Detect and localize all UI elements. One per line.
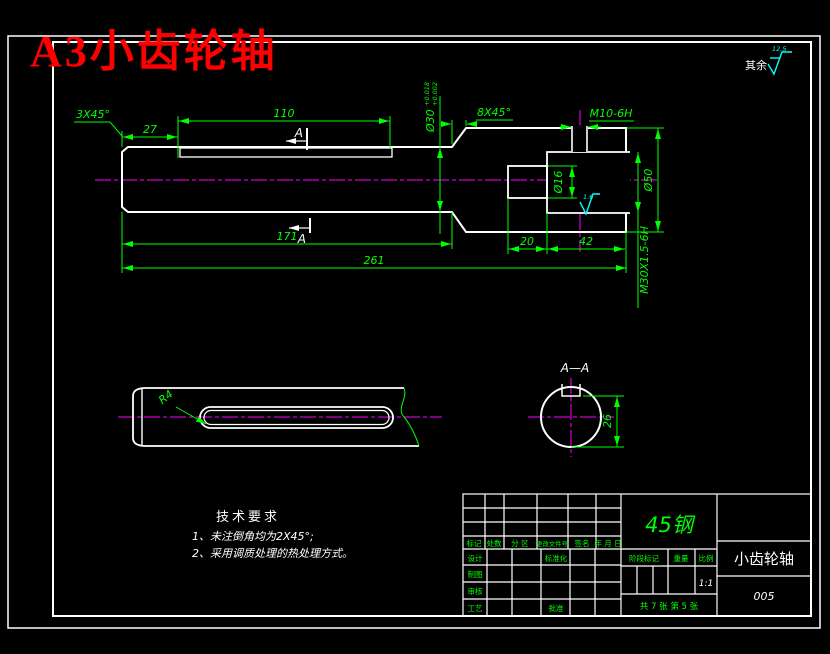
- dim-171-label: 171: [277, 230, 298, 243]
- tb-role-check: 审核: [468, 586, 483, 596]
- tb-field-scale: 比例: [699, 553, 714, 563]
- surface-note: 其余 12.5: [745, 45, 792, 76]
- tb-role-design: 设计: [468, 553, 483, 563]
- section-cut-lower: A: [289, 218, 311, 246]
- title-block-grid: [462, 493, 812, 617]
- sheet-border-inner: [52, 41, 812, 617]
- shaft-profile: [121, 127, 627, 233]
- bore-roughness-symbol: 1.6: [579, 193, 600, 216]
- top-view: R4: [118, 387, 442, 447]
- break-line: [400, 387, 420, 447]
- dim-chamfer-left-label: 3X45°: [76, 108, 110, 121]
- tb-h-count: 处数: [487, 538, 502, 548]
- dim-m10-label: M10-6H: [590, 107, 633, 120]
- section-view: A—A 26: [528, 361, 624, 457]
- title-block: 45钢 标记 处数 分 区 更改文件号 签名 年 月 日 设计 标准化 制图 审…: [462, 493, 812, 617]
- dim-261-label: 261: [364, 254, 385, 267]
- surface-note-value: 12.5: [772, 45, 786, 53]
- tb-field-stage: 阶段标记: [629, 553, 659, 563]
- section-keyway-notch: [561, 384, 581, 397]
- r4-leader: [175, 406, 207, 425]
- dim-26-label: 26: [601, 414, 614, 428]
- dimension-lines: [74, 96, 659, 308]
- dim-27-label: 27: [143, 123, 157, 136]
- bore-roughness-value: 1.6: [583, 193, 593, 201]
- tech-req-line-2: 2、采用调质处理的热处理方式。: [192, 547, 353, 560]
- dimension-arrows: [123, 118, 661, 271]
- dim-d30-label: Ø30: [424, 109, 437, 133]
- tech-req-title: 技术要求: [216, 510, 281, 525]
- tb-h-date: 年 月 日: [594, 538, 621, 548]
- bore-16: [507, 165, 548, 199]
- dim-d30-tol-lo: +0.002: [431, 82, 439, 106]
- drawing-title: A3小齿轮轴: [30, 27, 278, 76]
- section-a-lower-label: A: [297, 232, 306, 246]
- sheet-border-outer: [7, 35, 821, 629]
- dim-110-label: 110: [274, 107, 295, 120]
- tb-h-mark: 标记: [467, 538, 482, 548]
- tb-part-name: 小齿轮轴: [734, 550, 794, 568]
- dim-m30-label: M30X1.5-6H: [638, 226, 651, 294]
- tb-role-draft: 制图: [468, 569, 483, 579]
- tb-h-sign: 签名: [575, 538, 590, 548]
- tb-drawing-number: 005: [754, 590, 775, 603]
- tb-role-process: 工艺: [468, 604, 483, 613]
- dim-42-label: 42: [579, 235, 593, 248]
- bore-m30-fill: [547, 152, 630, 213]
- section-cut-upper: A: [286, 126, 308, 150]
- r4-label: R4: [156, 388, 176, 407]
- dim-d30-tol-up: +0.018: [423, 82, 431, 106]
- dim-d16-label: Ø16: [552, 171, 565, 195]
- tb-field-weight: 重量: [674, 554, 689, 563]
- tech-req-line-1: 1、未注倒角均为2X45°;: [192, 530, 314, 543]
- hole-m10-fill: [571, 125, 588, 152]
- section-title: A—A: [560, 361, 589, 375]
- keyway-groove: [179, 147, 393, 158]
- surface-note-label: 其余: [745, 58, 767, 72]
- tb-role-standard: 标准化: [545, 553, 568, 563]
- main-view: 27 110 171 261 20 42 3X45° 8X45° M10-6H …: [74, 82, 664, 308]
- dim-d30-group: Ø30 +0.018 +0.002: [423, 82, 439, 133]
- dim-20-label: 20: [520, 235, 534, 248]
- dim-d50-label: Ø50: [642, 169, 655, 193]
- top-view-body: [132, 387, 419, 447]
- tb-h-zone: 分 区: [511, 539, 529, 548]
- tb-scale-value: 1:1: [699, 579, 713, 589]
- roughness-icon: 12.5: [767, 45, 792, 76]
- dim-chamfer-right-label: 8X45°: [477, 106, 511, 119]
- section-a-upper-label: A: [294, 126, 303, 140]
- tb-role-approve: 批准: [549, 603, 564, 613]
- tb-h-doc: 更改文件号: [536, 539, 567, 548]
- tb-material: 45钢: [645, 513, 696, 537]
- tb-sheet-info: 共 7 张 第 5 张: [640, 601, 699, 612]
